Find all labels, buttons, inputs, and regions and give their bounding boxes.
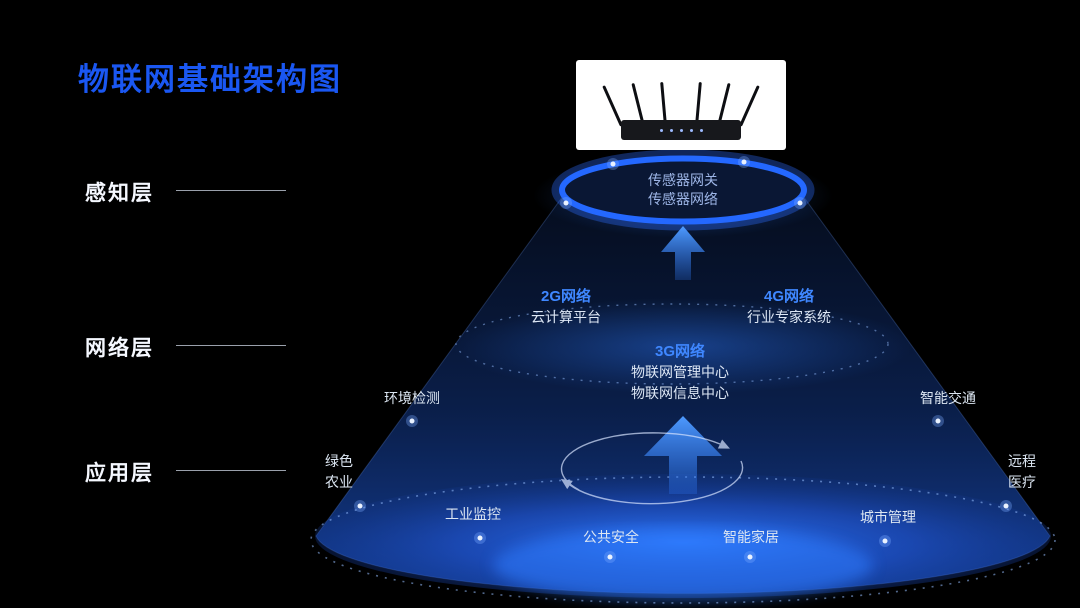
- cycle-arrows: [560, 432, 744, 505]
- router-led: [679, 128, 683, 132]
- perception-ring: [559, 155, 807, 225]
- arrow-up-top: [661, 226, 705, 280]
- node-dot: [738, 156, 750, 168]
- node-dot: [744, 551, 756, 563]
- node-dots: [354, 156, 1012, 563]
- cycle-arrowhead-right: [717, 439, 730, 449]
- node-dot: [932, 415, 944, 427]
- network-left-block: 2G网络 云计算平台: [531, 286, 601, 328]
- network-dotted-ellipse: [455, 303, 889, 385]
- iot-management-center-label: 物联网管理中心: [631, 364, 729, 380]
- base-dotted-ellipse: [310, 476, 1056, 604]
- sensor-network-label: 传感器网络: [648, 191, 718, 207]
- node-dot: [607, 158, 619, 170]
- router-led: [689, 128, 693, 132]
- router-led: [659, 128, 663, 132]
- app-label-remote-medical: 远程医疗: [1008, 453, 1036, 490]
- node-dot: [474, 532, 486, 544]
- app-label-public-safety: 公共安全: [583, 529, 639, 545]
- layer-label-perception: 感知层: [85, 182, 154, 205]
- router-led: [669, 128, 673, 132]
- perception-node-text: 传感器网关 传感器网络: [648, 171, 718, 209]
- node-dot: [879, 535, 891, 547]
- cycle-arc-bottom: [569, 460, 744, 505]
- page-title: 物联网基础架构图: [78, 62, 342, 97]
- node-dot: [794, 197, 806, 209]
- network-4g-label: 4G网络: [763, 288, 814, 305]
- sensor-gateway-label: 传感器网关: [648, 172, 718, 188]
- router-body: [621, 120, 741, 140]
- node-dot: [1000, 500, 1012, 512]
- node-dot: [560, 197, 572, 209]
- app-label-green-agriculture: 绿色农业: [325, 453, 353, 490]
- network-center-block: 3G网络 物联网管理中心 物联网信息中心: [631, 341, 729, 404]
- network-band-glow: [453, 298, 913, 394]
- app-label-environment-monitoring: 环境检测: [384, 390, 440, 406]
- layer-label-application: 应用层: [85, 462, 154, 485]
- network-3g-label: 3G网络: [654, 343, 705, 360]
- cycle-arc-top: [560, 432, 721, 491]
- app-label-city-management: 城市管理: [860, 509, 916, 525]
- app-label-smart-home: 智能家居: [723, 529, 779, 545]
- router-led: [699, 128, 703, 132]
- layer-connector-network: [176, 345, 286, 346]
- router-antenna: [739, 85, 760, 127]
- network-2g-label: 2G网络: [540, 288, 591, 305]
- node-dot: [354, 500, 366, 512]
- base-disc-hotspot: [493, 529, 873, 601]
- iot-information-center-label: 物联网信息中心: [631, 385, 729, 401]
- layer-connector-perception: [176, 190, 286, 191]
- cycle-arrowhead-left: [560, 478, 573, 490]
- layer-connector-application: [176, 470, 286, 471]
- layer-label-network: 网络层: [85, 337, 154, 360]
- app-label-industrial-monitoring: 工业监控: [445, 506, 501, 522]
- expert-system-label: 行业专家系统: [747, 309, 831, 325]
- router-photo: [576, 60, 786, 150]
- node-dot: [604, 551, 616, 563]
- network-right-block: 4G网络 行业专家系统: [747, 286, 831, 328]
- router-antenna: [602, 85, 623, 127]
- node-dot: [406, 415, 418, 427]
- arrow-up-bottom: [644, 416, 722, 494]
- app-label-smart-transport: 智能交通: [920, 390, 976, 406]
- cloud-platform-label: 云计算平台: [531, 309, 601, 325]
